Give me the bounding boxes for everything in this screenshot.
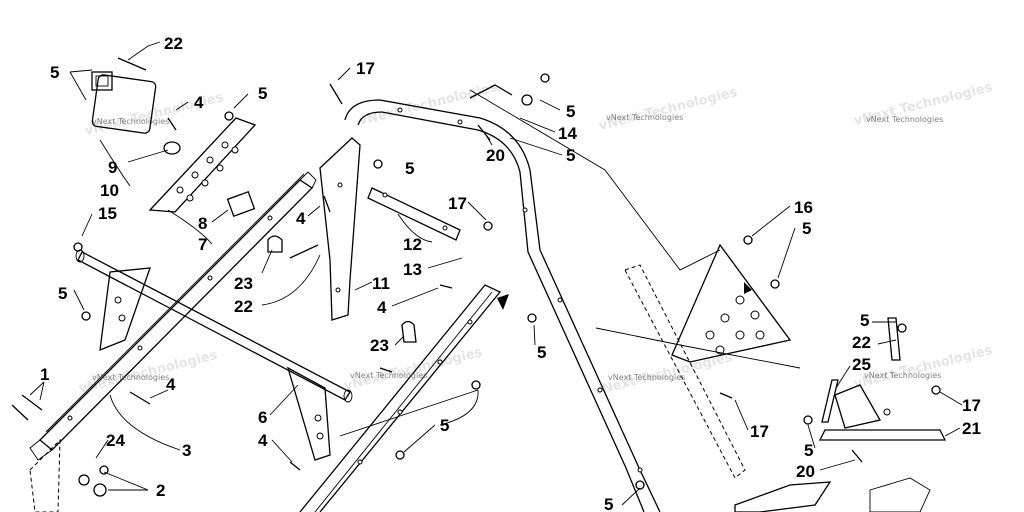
callout-20: 20 — [796, 462, 815, 481]
callout-5: 5 — [566, 102, 575, 121]
watermark-ghost: vNext Technologies — [357, 80, 499, 129]
callout-5: 5 — [58, 284, 67, 303]
watermark-ghost: vNext Technologies — [342, 345, 484, 394]
callout-12: 12 — [403, 235, 422, 254]
callout-20: 20 — [486, 146, 505, 165]
upper-support-bar — [29, 171, 317, 461]
callout-6: 6 — [258, 408, 267, 427]
callout-13: 13 — [403, 260, 422, 279]
phantom-bracket — [29, 438, 61, 512]
callouts: 22 5 4 5 17 5 14 20 5 9 10 5 15 8 7 4 17… — [40, 34, 981, 512]
callout-5: 5 — [860, 311, 869, 330]
right-gusset — [286, 366, 331, 461]
hardware — [11, 57, 941, 497]
callout-17: 17 — [962, 396, 981, 415]
side-bracket — [319, 137, 361, 321]
callout-14: 14 — [558, 124, 577, 143]
callout-5: 5 — [537, 343, 546, 362]
watermark: vNext Technologies — [866, 115, 943, 124]
callout-7: 7 — [198, 235, 207, 254]
callout-4: 4 — [166, 375, 176, 394]
callout-5: 5 — [804, 441, 813, 460]
callout-23: 23 — [370, 336, 389, 355]
watermark: vNext Technologies — [92, 117, 169, 126]
watermark-ghost: vNext Technologies — [852, 343, 994, 392]
callout-1: 1 — [40, 365, 49, 384]
callout-5: 5 — [566, 146, 575, 165]
callout-15: 15 — [98, 204, 117, 223]
callout-11: 11 — [372, 274, 390, 293]
callout-3: 3 — [182, 441, 191, 460]
watermark: vNext Technologies — [92, 373, 169, 382]
callout-10: 10 — [100, 181, 119, 200]
callout-5: 5 — [50, 63, 59, 82]
triangle-plate — [671, 243, 792, 363]
callout-17: 17 — [448, 194, 467, 213]
callout-24: 24 — [106, 431, 125, 450]
callout-5: 5 — [440, 416, 449, 435]
left-gusset — [99, 267, 151, 352]
watermark: vNext Technologies — [606, 113, 683, 122]
bottom-assembly — [869, 477, 931, 512]
watermark: vNext Technologies — [608, 373, 685, 382]
grommet — [163, 141, 181, 155]
phantom-rail — [624, 264, 746, 479]
callout-17: 17 — [750, 422, 769, 441]
watermark: vNext Technologies — [864, 371, 941, 380]
strap-25 — [821, 379, 839, 423]
callout-22: 22 — [234, 297, 253, 316]
control-module — [91, 71, 157, 134]
callout-5: 5 — [604, 495, 613, 512]
watermark-ghost: vNext Technologies — [597, 85, 739, 134]
callout-22: 22 — [852, 333, 871, 352]
frame-parts — [11, 57, 947, 512]
callout-4: 4 — [377, 298, 387, 317]
main-frame-loop — [344, 99, 661, 512]
callout-5: 5 — [258, 84, 267, 103]
callout-5: 5 — [405, 159, 414, 178]
bottom-bracket — [734, 481, 832, 512]
watermarks: vNext Technologies vNext Technologies vN… — [92, 113, 943, 382]
callout-4: 4 — [296, 209, 306, 228]
mount-bracket — [818, 384, 947, 441]
callout-23: 23 — [234, 274, 253, 293]
callout-4: 4 — [194, 93, 204, 112]
leader-lines — [29, 41, 963, 506]
strap-right — [887, 317, 901, 361]
strap-bracket — [367, 187, 461, 241]
callout-25: 25 — [852, 355, 871, 374]
perforated-plate — [148, 117, 257, 213]
callout-8: 8 — [198, 214, 207, 233]
callout-16: 16 — [794, 198, 813, 217]
callout-5: 5 — [802, 219, 811, 238]
callout-9: 9 — [108, 158, 117, 177]
watermark: vNext Technologies — [350, 371, 427, 380]
lower-frame-rail — [299, 284, 502, 512]
callout-2: 2 — [156, 481, 165, 500]
relay — [226, 190, 256, 218]
callout-21: 21 — [962, 419, 981, 438]
callout-17: 17 — [356, 59, 375, 78]
callout-22: 22 — [164, 34, 183, 53]
callout-4: 4 — [258, 431, 268, 450]
